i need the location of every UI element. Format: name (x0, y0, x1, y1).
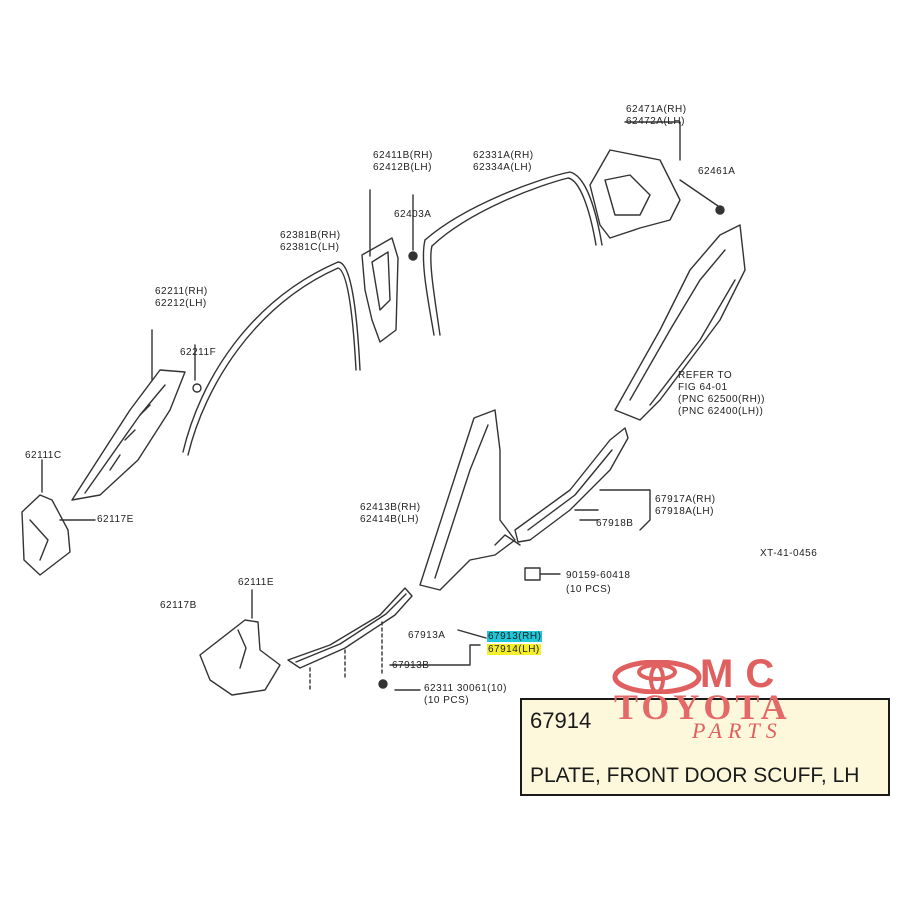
label-roof-side-lh[interactable]: 62381C(LH) (280, 242, 340, 253)
label-refer-to: REFER TO (678, 370, 733, 381)
label-rear-scuff-clip[interactable]: 67918B (596, 518, 634, 529)
label-quarter-trim-rh[interactable]: 62471A(RH) (626, 104, 687, 115)
cowl-side-trim-lower (199, 619, 281, 696)
label-figure-code: XT-41-0456 (760, 548, 818, 559)
label-pillar-b-upper-rh[interactable]: 62411B(RH) (373, 150, 433, 161)
part-description: PLATE, FRONT DOOR SCUFF, LH (530, 764, 860, 787)
label-pillar-a-rh[interactable]: 62211(RH) (155, 286, 208, 297)
label-cowl-side-e[interactable]: 62111E (238, 577, 274, 588)
label-clip-62461[interactable]: 62461A (698, 166, 736, 177)
part-info-box: 67914 PLATE, FRONT DOOR SCUFF, LH (520, 698, 890, 796)
part-number: 67914 (530, 708, 592, 733)
pillar-b-lower-garnish (419, 409, 516, 591)
label-refer-fig[interactable]: FIG 64-01 (678, 382, 728, 393)
brand-watermark: MC TOYOTA PARTS (612, 652, 892, 750)
label-front-scuff-b[interactable]: 67913B (392, 660, 430, 671)
brand-parts-text: PARTS (692, 718, 783, 743)
label-rear-scuff-rh[interactable]: 67917A(RH) (655, 494, 716, 505)
label-roof-weather-lh[interactable]: 62334A(LH) (473, 162, 532, 173)
label-clip-bottom-qty: (10 PCS) (424, 695, 470, 706)
label-clip-62211f[interactable]: 62211F (180, 347, 217, 358)
label-roof-weather-rh[interactable]: 62331A(RH) (473, 150, 534, 161)
quarter-trim-upper (589, 149, 681, 239)
label-front-scuff-clip[interactable]: 67913A (408, 630, 446, 641)
pillar-b-upper-garnish (361, 237, 399, 343)
brand-toyota-text: TOYOTA (614, 687, 791, 727)
brand-omc-text: MC (700, 652, 787, 696)
cowl-side-trim-upper (21, 494, 71, 576)
label-pillar-b-lower-lh[interactable]: 62414B(LH) (360, 514, 419, 525)
label-pillar-a-lh[interactable]: 62212(LH) (155, 298, 207, 309)
label-quarter-trim-lh[interactable]: 62472A(LH) (626, 116, 685, 127)
label-clip-62117b[interactable]: 62117B (160, 600, 197, 611)
label-front-scuff-lh[interactable]: 67914(LH) (487, 644, 541, 655)
rear-door-scuff-plate (514, 427, 629, 543)
quarter-trim-lower (614, 224, 746, 421)
label-pillar-b-upper-lh[interactable]: 62412B(LH) (373, 162, 432, 173)
label-roof-side-rh[interactable]: 62381B(RH) (280, 230, 341, 241)
roof-side-weatherstrip (182, 261, 361, 453)
screw (524, 567, 541, 581)
label-screw[interactable]: 90159-60418 (566, 570, 631, 581)
label-refer-pnc-rh[interactable]: (PNC 62500(RH)) (678, 394, 765, 405)
label-rear-scuff-lh[interactable]: 67918A(LH) (655, 506, 714, 517)
label-front-scuff-rh[interactable]: 67913(RH) (487, 631, 543, 642)
pillar-a-garnish (71, 369, 186, 501)
toyota-emblem-icon (612, 660, 702, 694)
label-clip-62403[interactable]: 62403A (394, 209, 432, 220)
front-door-scuff-plate (287, 587, 413, 669)
label-cowl-side-c[interactable]: 62111C (25, 450, 62, 461)
label-refer-pnc-lh[interactable]: (PNC 62400(LH)) (678, 406, 764, 417)
roof-weatherstrip (431, 177, 597, 247)
label-clip-62117[interactable]: 62117E (97, 514, 134, 525)
label-pillar-b-lower-rh[interactable]: 62413B(RH) (360, 502, 421, 513)
label-clip-bottom[interactable]: 62311 30061(10) (424, 683, 507, 694)
label-screw-qty: (10 PCS) (566, 584, 612, 595)
